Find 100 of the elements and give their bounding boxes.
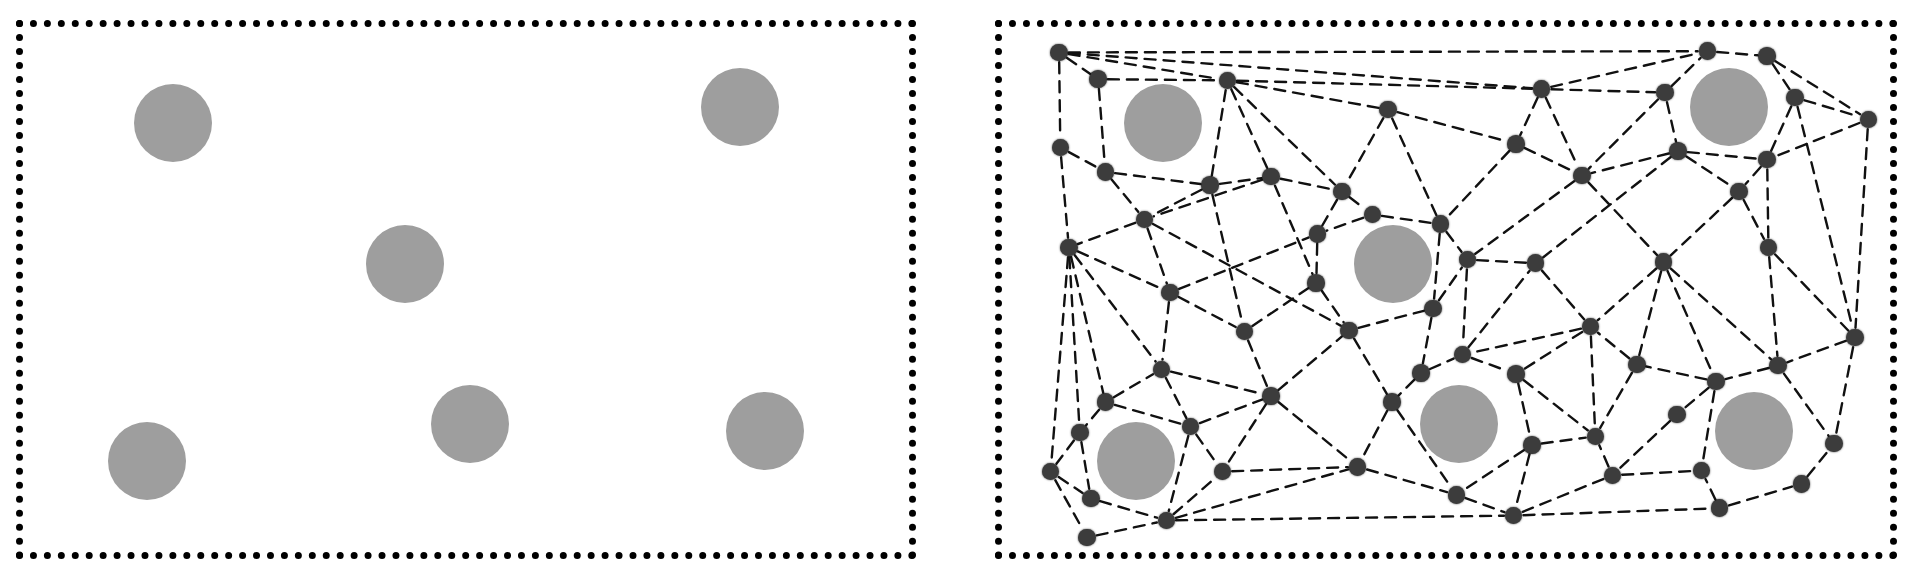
dashed-line [1683, 386, 1710, 410]
dashed-line [1059, 156, 1070, 239]
dashed-line [1112, 373, 1155, 399]
dashed-line [1151, 222, 1342, 327]
node-dot [1078, 528, 1096, 547]
node-dot [1424, 299, 1442, 318]
dashed-line [1724, 366, 1770, 381]
dashed-line [1621, 469, 1693, 476]
dashed-line [1771, 63, 1791, 91]
node-dot [1051, 138, 1070, 157]
dashed-line [1774, 253, 1850, 332]
dashed-line [1464, 496, 1506, 514]
dashed-line [1235, 79, 1534, 90]
dashed-line [1704, 478, 1717, 501]
node-dot [1096, 393, 1115, 411]
dashed-line [1786, 339, 1847, 364]
dashed-line [1174, 514, 1506, 522]
node-dot [1707, 372, 1725, 391]
dashed-line [1113, 403, 1183, 426]
dashed-line [1467, 269, 1531, 349]
node-dot [1308, 225, 1327, 243]
node-dot [1157, 511, 1176, 530]
dashed-line [1365, 468, 1449, 494]
dashed-line [1397, 378, 1416, 397]
dashed-line [1587, 98, 1660, 170]
node-dot [1825, 434, 1843, 453]
dashed-line [1067, 50, 1699, 54]
dashed-line [1067, 150, 1098, 169]
dashed-line [1806, 450, 1830, 478]
dashed-line [1742, 198, 1766, 240]
node-dot [1262, 387, 1280, 405]
node-dot [1096, 163, 1115, 181]
node-dot [1161, 283, 1179, 302]
dashed-line [1669, 267, 1773, 361]
node-dot [1710, 499, 1729, 517]
dashed-line [1164, 376, 1188, 420]
dashed-line [1380, 214, 1433, 225]
node-dot [1759, 238, 1778, 257]
node-dot [1262, 167, 1280, 186]
node-dot [1758, 150, 1776, 169]
dashed-line [1542, 156, 1672, 259]
dashed-line [1246, 339, 1269, 389]
node-dot [1363, 205, 1382, 224]
node-dot [1786, 88, 1804, 107]
node-dot [1060, 238, 1078, 257]
node-dot [1581, 317, 1600, 336]
dashed-line [1067, 51, 1534, 90]
dashed-line [1057, 475, 1084, 495]
dashed-line [1618, 419, 1672, 470]
node-dot [1507, 365, 1525, 383]
node-dot [1656, 83, 1674, 102]
node-dot [1340, 321, 1358, 340]
dashed-line [1727, 485, 1794, 507]
node-dot [1383, 393, 1401, 411]
dashed-line [1701, 389, 1716, 462]
node-dot [1692, 461, 1711, 480]
dashed-line [1540, 436, 1587, 445]
dashed-line [1391, 117, 1438, 217]
dashed-line [1521, 477, 1605, 513]
dashed-line [1174, 468, 1350, 519]
dashed-line [1590, 152, 1670, 175]
node-dot [1181, 417, 1200, 436]
node-dot [1758, 47, 1776, 65]
node-dot [1333, 182, 1351, 201]
node-dot [1235, 322, 1254, 341]
dashed-line [1432, 232, 1441, 300]
dashed-line [1076, 221, 1137, 246]
node-dot [1507, 135, 1525, 153]
dashed-line [1198, 398, 1264, 425]
dashed-line [1099, 500, 1159, 519]
dashed-line [1599, 371, 1634, 429]
dashed-line [1218, 176, 1263, 186]
node-dot [1071, 423, 1089, 442]
node-dot [1603, 466, 1622, 485]
node-dot [1698, 42, 1717, 60]
dashed-line [1670, 56, 1702, 87]
dashed-line [1095, 521, 1158, 537]
dashed-line [1463, 449, 1525, 491]
dotted-frame [16, 19, 917, 560]
dashed-line [1357, 309, 1425, 329]
dashed-line [1437, 266, 1463, 302]
dashed-line [1210, 88, 1227, 177]
dashed-line [1320, 289, 1345, 324]
node-dot [1523, 436, 1541, 454]
dashed-line [1233, 86, 1336, 186]
obstacle-circle [1354, 225, 1433, 304]
dashed-line [1716, 50, 1759, 57]
node-dot [1573, 166, 1591, 185]
node-dot [1668, 405, 1686, 424]
node-dot [1669, 142, 1687, 160]
dashed-line [1540, 269, 1586, 321]
dashed-line [1161, 301, 1171, 361]
node-dot [1089, 70, 1107, 88]
node-dot [1458, 250, 1477, 269]
dashed-line [1782, 372, 1830, 437]
node-dot [1730, 182, 1748, 201]
dashed-line [1321, 198, 1339, 227]
dashed-line [1315, 242, 1319, 275]
node-dot [1379, 100, 1397, 119]
dashed-line [1055, 439, 1076, 465]
